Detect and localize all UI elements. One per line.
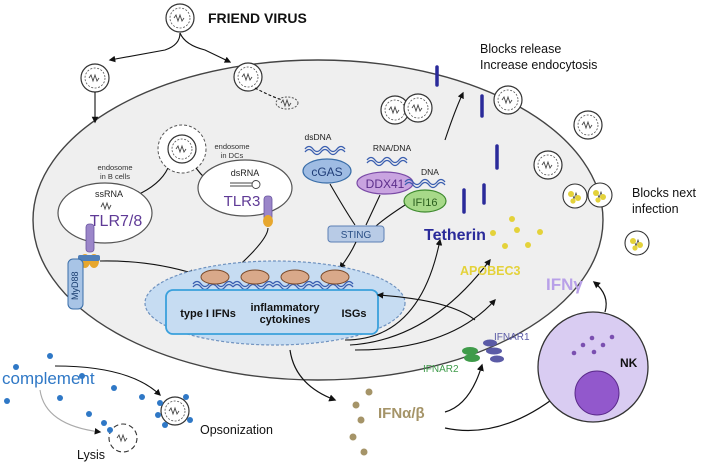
blocks-release-label: Blocks release [480, 42, 561, 56]
endosome-dc-label-2: in DCs [221, 151, 244, 160]
inflammatory-label: inflammatory [250, 302, 320, 314]
budding-virus-icon [80, 63, 110, 93]
ifnar2-receptor [462, 347, 480, 362]
ifi16-sensor [403, 189, 447, 213]
tlr3-adaptor-icon [263, 215, 273, 227]
dsrna-label: dsRNA [231, 168, 260, 178]
uncoated-genome-icon [275, 96, 299, 110]
type-i-ifns-label: type I IFNs [180, 308, 236, 320]
cgas-label: cGAS [311, 165, 342, 179]
blocks-next-label: Blocks next [632, 186, 696, 200]
nk-cell [537, 311, 649, 423]
tetherin-molecules [435, 65, 499, 214]
opsonized-virus-icon [155, 394, 193, 428]
ifi16-label: IFI16 [412, 197, 437, 209]
dsrna-hairpin-icon [230, 180, 261, 189]
nk-granules [571, 334, 615, 356]
ifnar2-label: IFNAR2 [423, 364, 459, 375]
nk-label: NK [620, 356, 638, 370]
endocytosed-virus-icon [233, 62, 263, 92]
increase-endocytosis-label: Increase endocytosis [480, 58, 597, 72]
complement-label: complement [2, 369, 95, 388]
tlr78-receptor [85, 223, 95, 253]
nuclear-factors [192, 269, 354, 291]
ddx41-label: DDX41 [366, 177, 405, 191]
lysis-label: Lysis [77, 448, 105, 462]
ssrna-label: ssRNA [95, 189, 123, 199]
endosome-dc-label-1: endosome [214, 142, 249, 151]
dsdna-label: dsDNA [305, 132, 332, 142]
cgas-sensor [302, 158, 352, 184]
myd88-label: MyD88 [70, 271, 80, 300]
isgs-label: ISGs [341, 308, 366, 320]
ifnar1-label: IFNAR1 [494, 332, 530, 343]
myd88-box [67, 258, 84, 310]
apobec3-dots [490, 216, 543, 249]
dna-label: DNA [421, 167, 439, 177]
ifng-label: IFNγ [546, 275, 583, 294]
free-virus-icon [165, 3, 195, 33]
endosome-b-label-2: in B cells [100, 172, 130, 181]
nk-nucleus [574, 370, 620, 416]
endosome-b-label-1: endosome [97, 163, 132, 172]
ssrna-strand-icon [100, 201, 112, 211]
title-friend-virus: FRIEND VIRUS [208, 10, 307, 26]
ifnab-dots [349, 388, 373, 456]
apobec3-label: APOBEC3 [460, 264, 520, 278]
tlr78-label: TLR7/8 [90, 213, 143, 230]
opsonization-label: Opsonization [200, 423, 273, 437]
ifnar1-receptor [483, 339, 504, 363]
sting-label: STING [341, 230, 372, 241]
infection-label: infection [632, 202, 679, 216]
lysed-virus-icon [107, 423, 138, 453]
rna-dna-label: RNA/DNA [373, 143, 412, 153]
endosome-b-cells [57, 182, 153, 244]
endosome-virus-icon [157, 124, 207, 174]
complement-dots [4, 353, 145, 426]
ifnab-label: IFNα/β [378, 405, 425, 422]
gene-products-box [165, 289, 379, 335]
cytokines-label: cytokines [260, 314, 311, 326]
tlr3-label: TLR3 [224, 193, 261, 210]
tetherin-label: Tetherin [424, 227, 486, 244]
